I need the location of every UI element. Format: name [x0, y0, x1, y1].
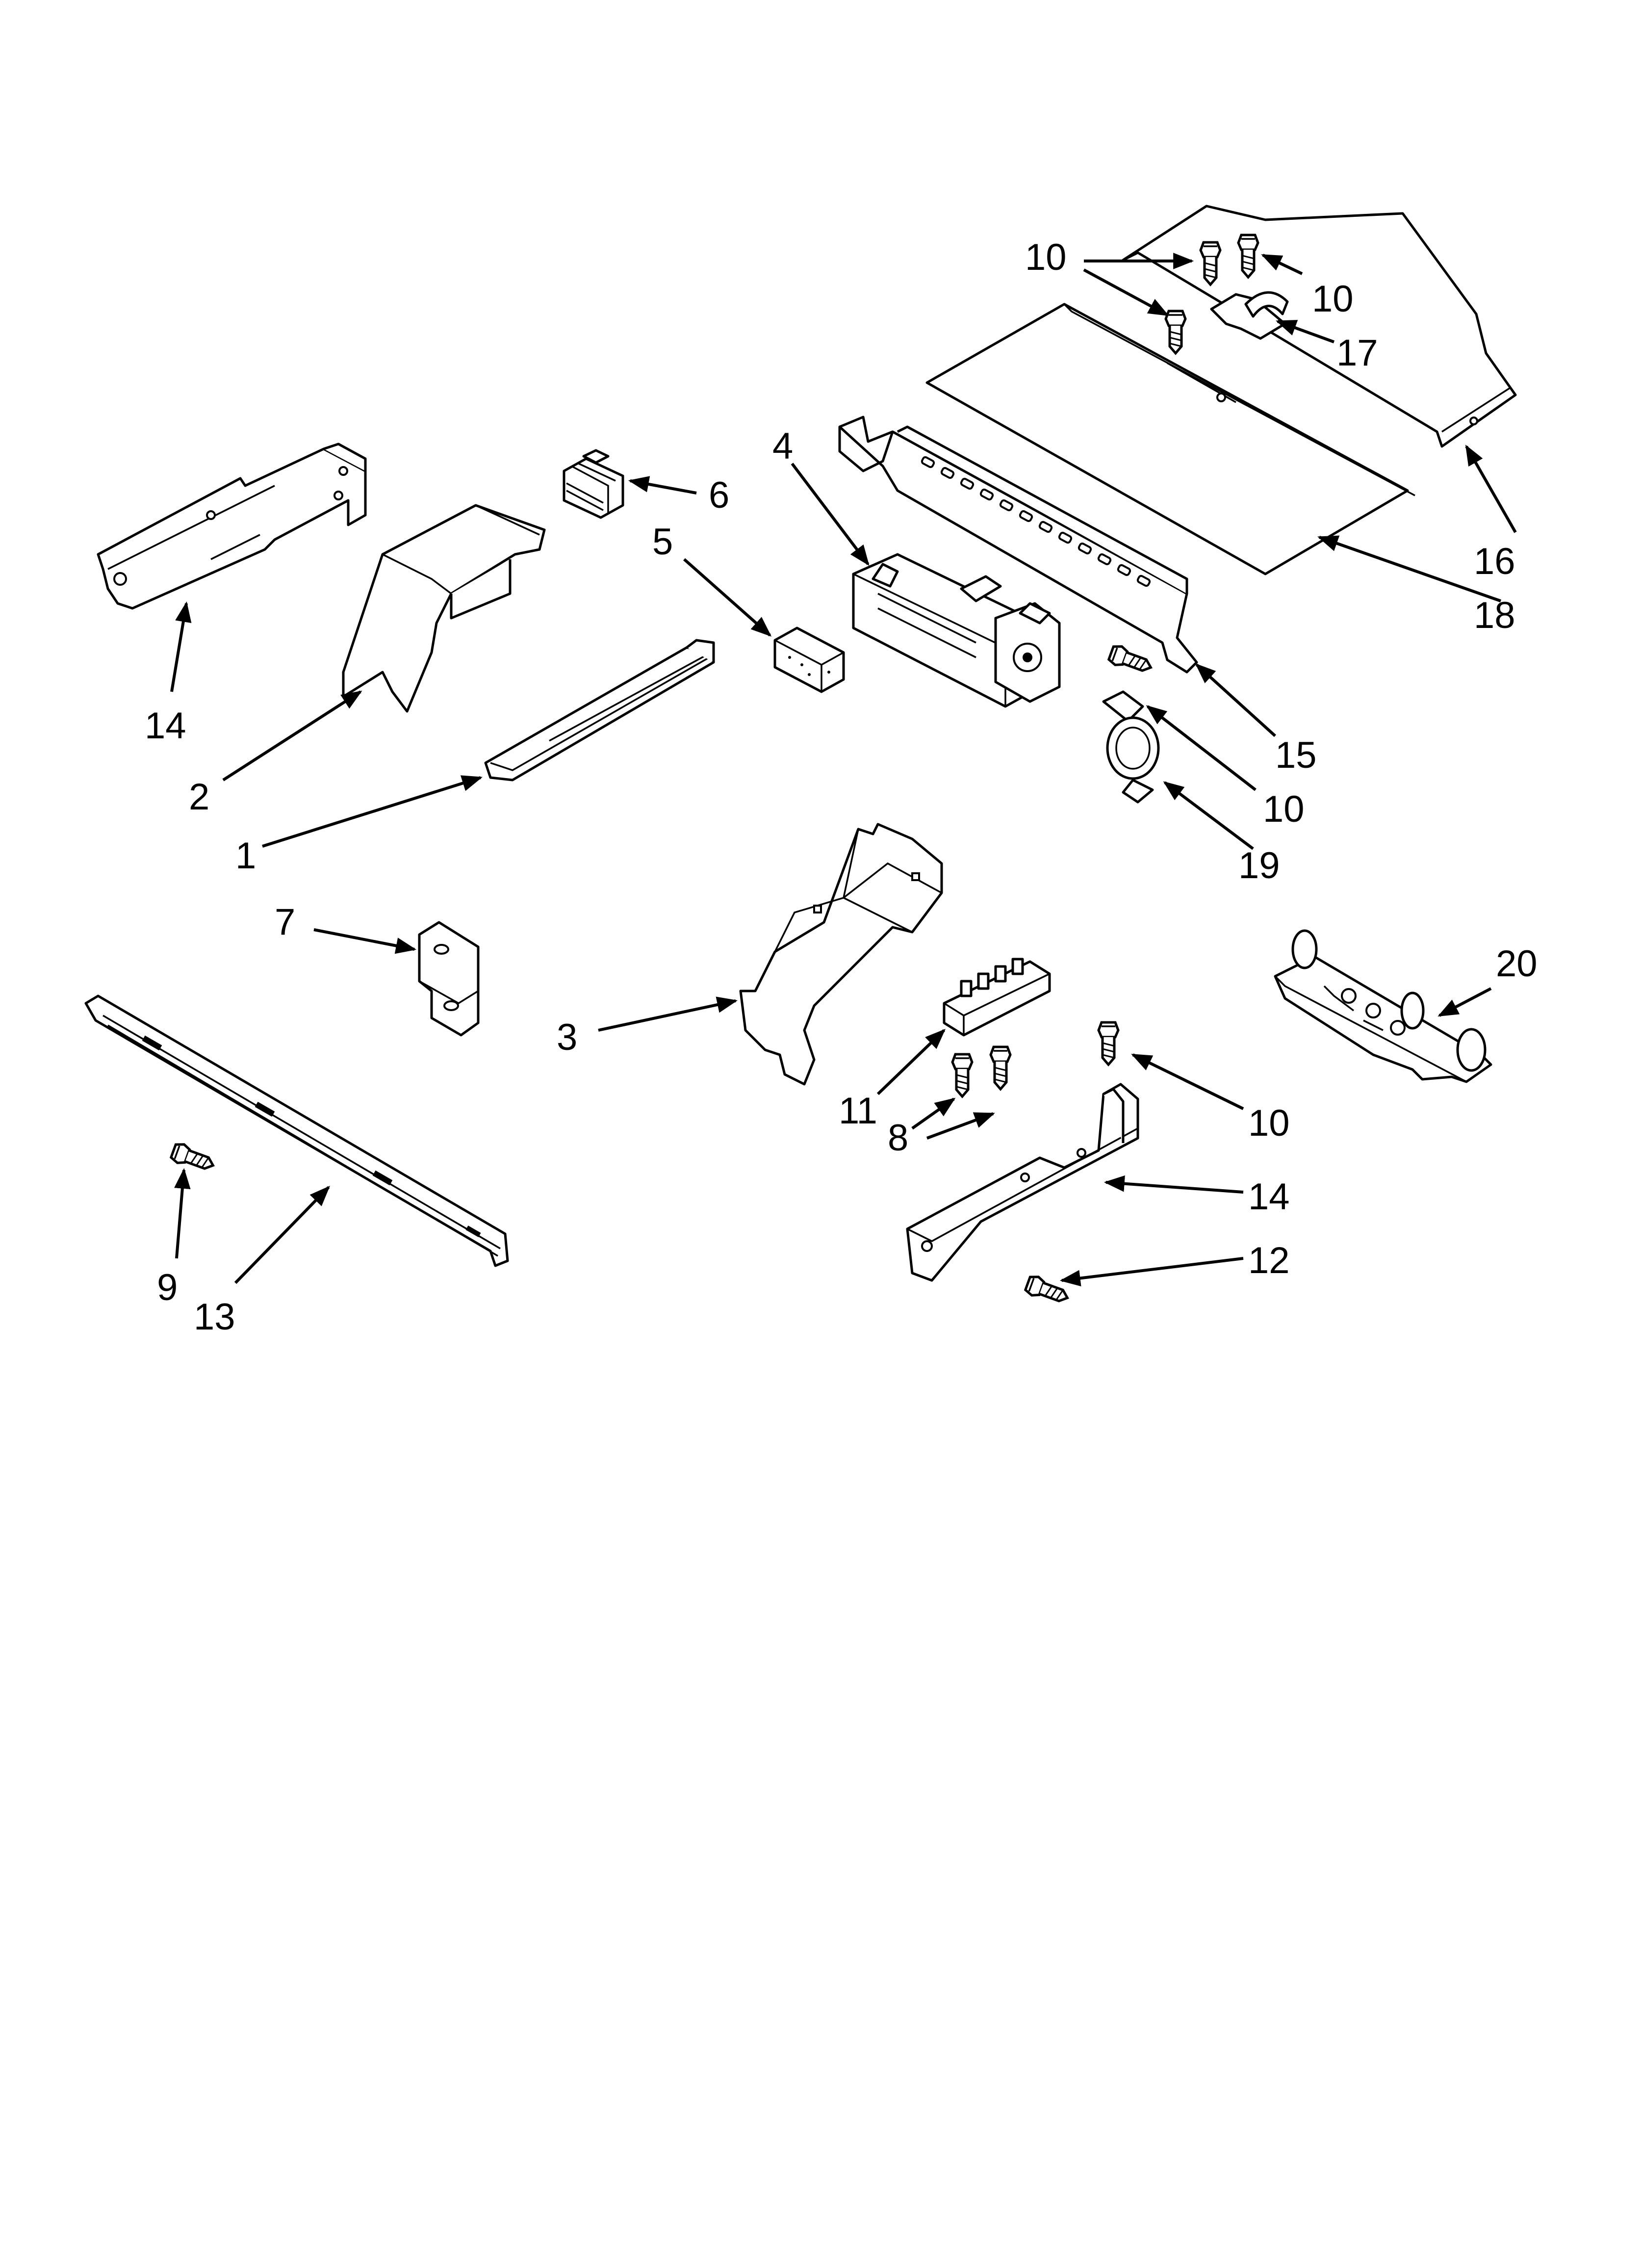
callout-labels: 10 10 17 16 18 6 4 5 15 10 19 14 2 1 7 3…: [145, 236, 1538, 1338]
leader-arrows: [170, 253, 1517, 1287]
part-19-thermal-limit: [1102, 690, 1160, 804]
part-1-channel: [484, 639, 715, 782]
part-11-terminal-block: [943, 958, 1051, 1037]
part-20-control-board: [1274, 929, 1492, 1083]
callout-2: 2: [189, 776, 209, 818]
part-18-shield-panel: [925, 303, 1415, 575]
callout-10-top-left: 10: [1025, 236, 1067, 278]
screw-10-right-bracket: [1099, 1022, 1118, 1065]
callout-9: 9: [157, 1267, 178, 1308]
screw-10-top-right: [1238, 235, 1258, 277]
callout-14-left: 14: [145, 705, 186, 747]
part-4-control-assembly: [852, 553, 1061, 708]
screw-10-shield: [1166, 311, 1185, 353]
callout-11: 11: [839, 1090, 877, 1132]
callout-15: 15: [1275, 734, 1317, 776]
callout-14-right: 14: [1248, 1176, 1290, 1218]
callout-17: 17: [1336, 332, 1378, 374]
callout-4: 4: [772, 425, 793, 467]
part-5-block: [773, 626, 845, 693]
screw-10-top-left: [1201, 242, 1220, 285]
callout-12: 12: [1248, 1240, 1290, 1281]
part-15-bracket: [838, 416, 1198, 674]
callout-18: 18: [1474, 595, 1515, 636]
callout-3: 3: [557, 1017, 577, 1058]
callout-20: 20: [1496, 943, 1538, 985]
part-7-small-bracket: [418, 921, 480, 1037]
screw-9: [170, 1142, 216, 1174]
callout-1: 1: [235, 835, 256, 877]
callout-13: 13: [194, 1296, 235, 1338]
part-2-duct-cover: [342, 504, 546, 713]
callout-7: 7: [275, 901, 295, 943]
callout-10-right: 10: [1248, 1102, 1290, 1144]
callout-10-top-right: 10: [1312, 278, 1354, 320]
callout-8: 8: [888, 1117, 908, 1159]
part-6-transformer: [563, 449, 624, 519]
callout-6: 6: [709, 474, 729, 516]
part-3-deflector: [739, 823, 943, 1086]
callout-5: 5: [652, 521, 673, 563]
part-16-top-cover: [1122, 205, 1517, 448]
part-14-left-bracket: [97, 443, 367, 610]
screw-10-bracket: [1108, 644, 1154, 677]
callout-16: 16: [1474, 541, 1515, 582]
part-14-right-bracket: [906, 1083, 1139, 1282]
part-13-rail: [84, 994, 509, 1267]
part-17-clamp: [1210, 291, 1289, 340]
callout-10-bracket: 10: [1263, 788, 1305, 830]
callout-19: 19: [1238, 845, 1280, 886]
screw-8-left: [952, 1054, 972, 1096]
screw-8-right: [991, 1047, 1010, 1089]
